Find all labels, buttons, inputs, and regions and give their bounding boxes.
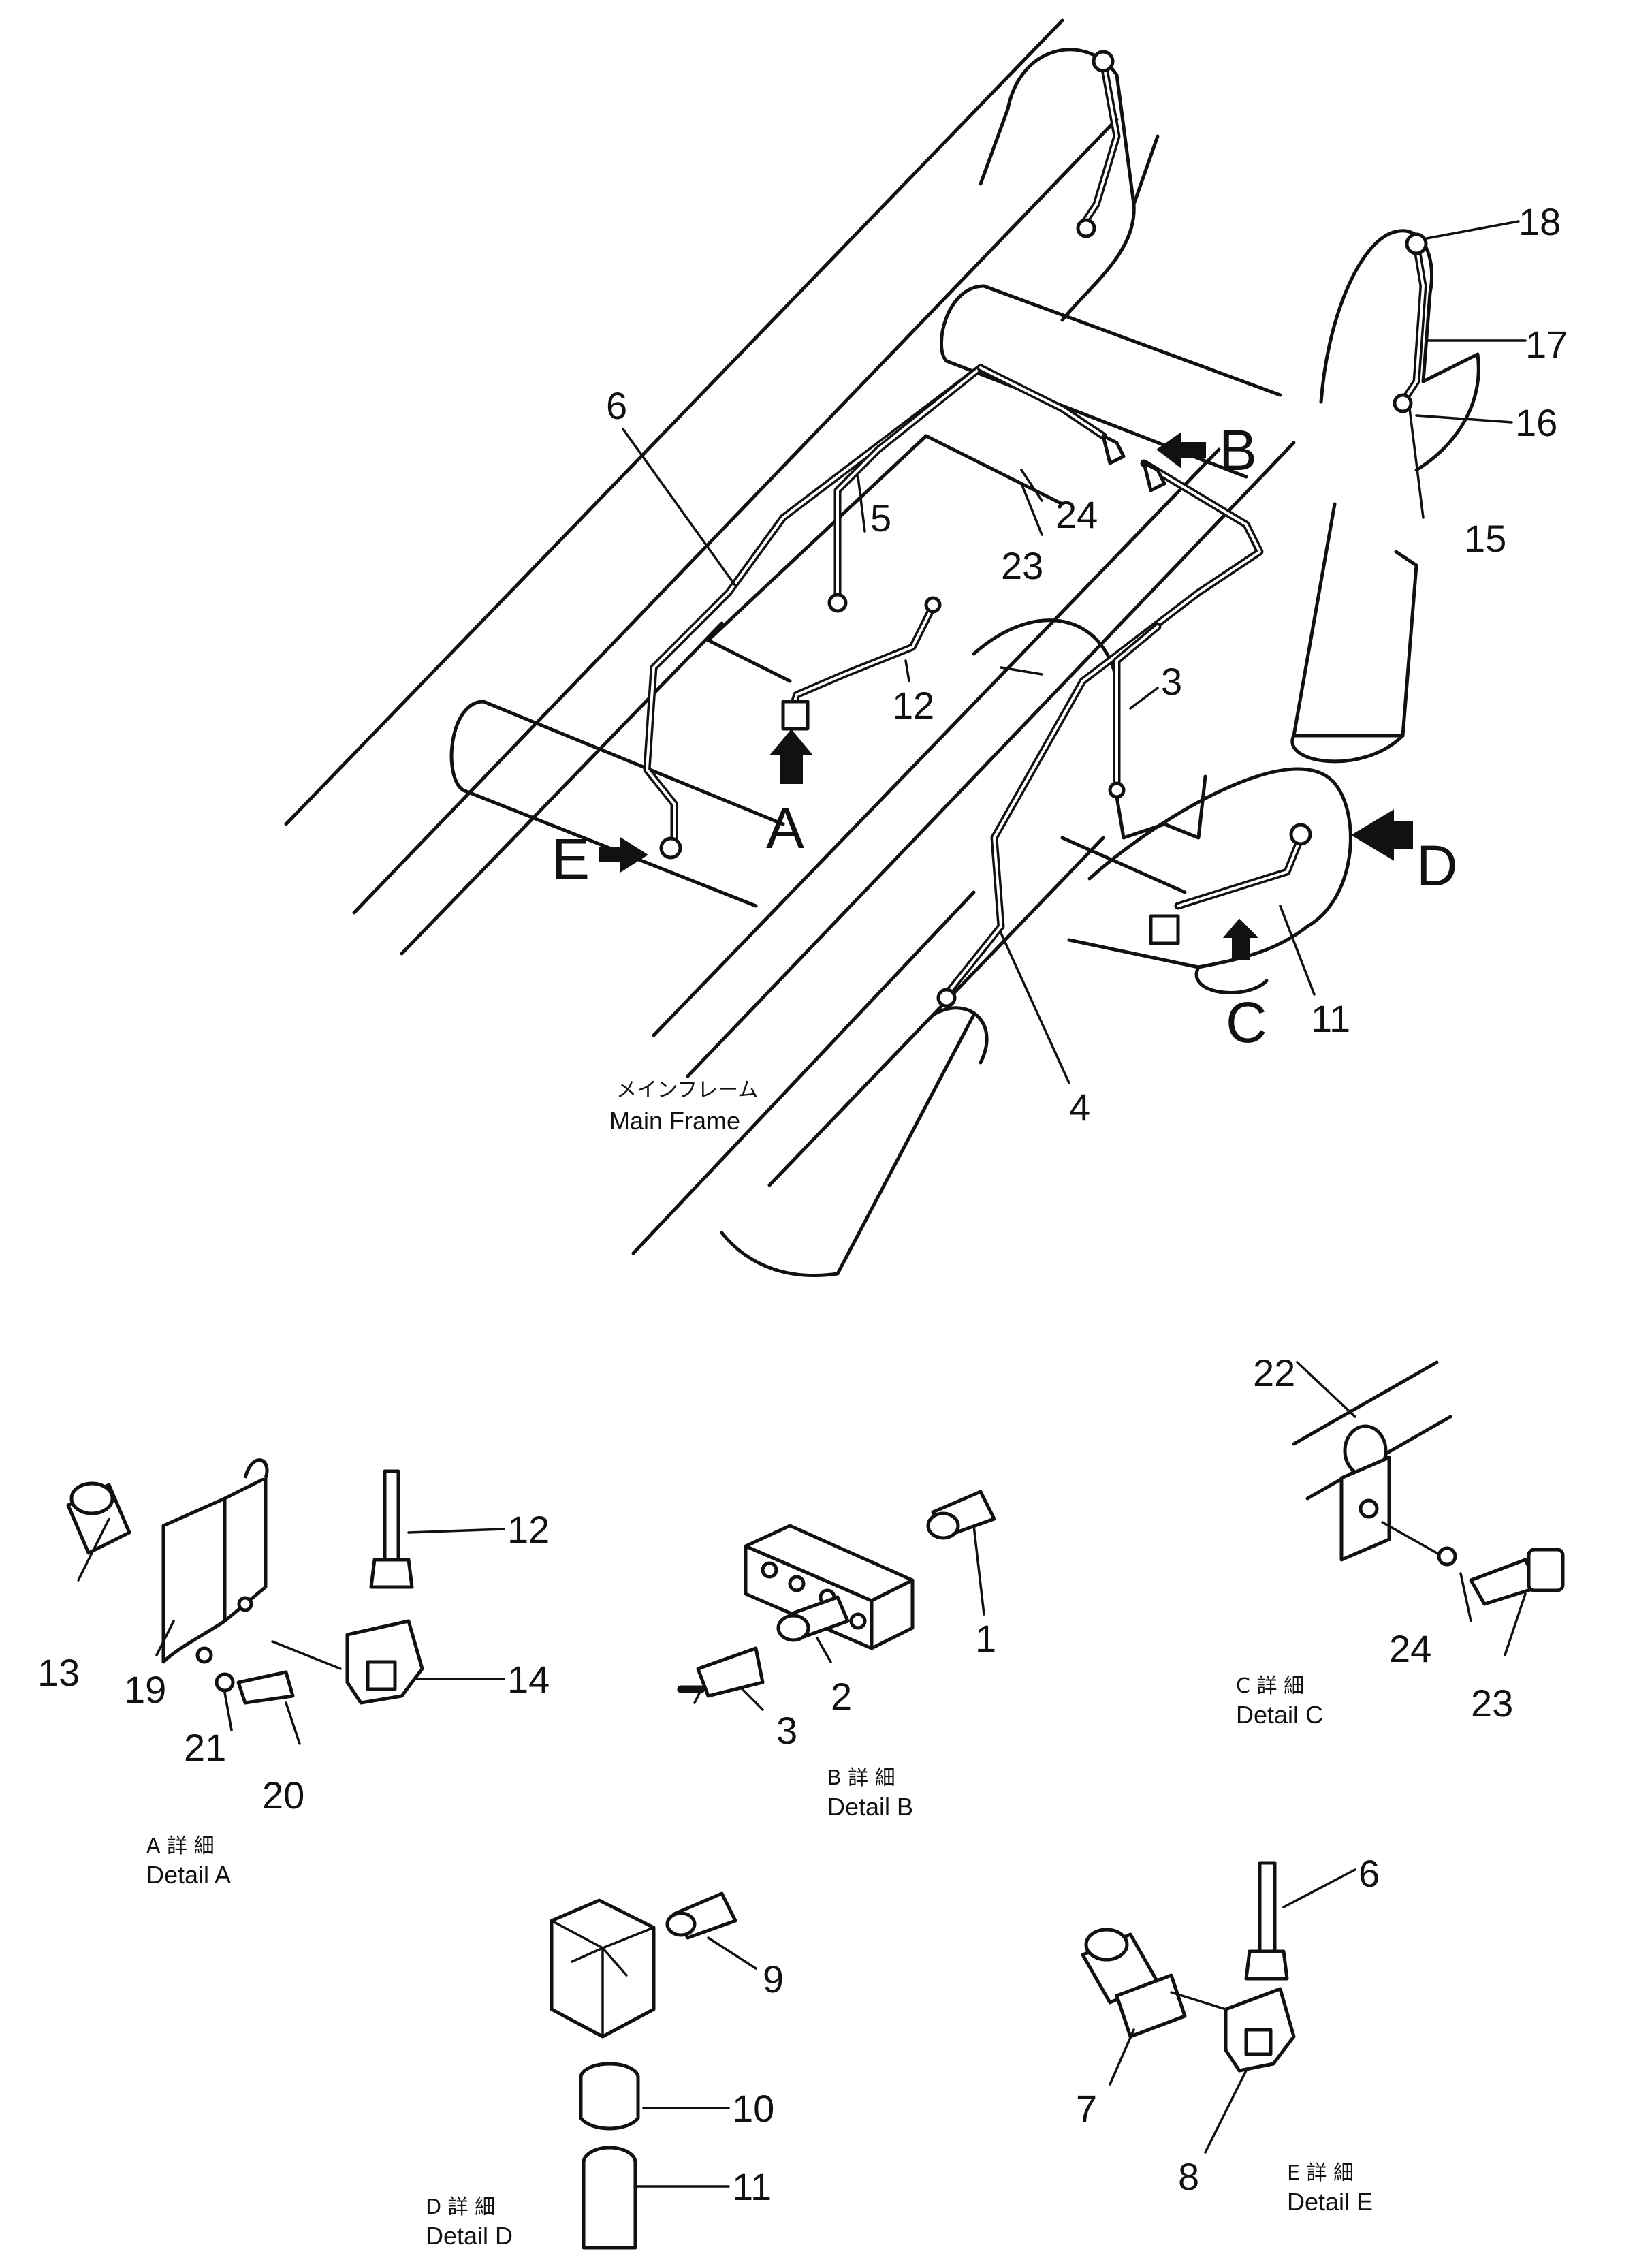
detail-d-group xyxy=(550,1891,757,2250)
detail-e-caption-en: Detail E xyxy=(1287,2188,1373,2216)
detail-b-group xyxy=(677,1490,996,1711)
callout-18: 18 xyxy=(1519,200,1561,243)
detail-a-group xyxy=(66,1458,505,1745)
callout-10: 10 xyxy=(732,2087,774,2130)
frame-label-en: Main Frame xyxy=(609,1107,740,1135)
callout-12: 12 xyxy=(892,684,934,727)
callout-17: 17 xyxy=(1525,323,1568,366)
callout-19: 19 xyxy=(124,1668,166,1711)
callout-11: 11 xyxy=(1311,997,1350,1040)
callout-12-detail: 12 xyxy=(507,1508,550,1551)
callout-7: 7 xyxy=(1076,2087,1097,2130)
callout-numbers: 6 5 23 24 12 3 4 11 18 17 16 15 13 19 21… xyxy=(37,200,1568,2208)
detail-d-caption-ja: D 詳 細 xyxy=(426,2195,495,2219)
arrow-e-icon xyxy=(599,837,648,873)
view-letters: A B C D E xyxy=(552,418,1458,1054)
arrow-a-icon xyxy=(769,729,814,784)
view-letter-d: D xyxy=(1416,834,1458,898)
callout-20: 20 xyxy=(262,1774,304,1817)
callout-9: 9 xyxy=(763,1958,784,2000)
detail-c-caption-en: Detail C xyxy=(1236,1701,1323,1729)
view-letter-b: B xyxy=(1219,418,1257,482)
callout-11-detail: 11 xyxy=(732,2165,772,2208)
detail-c-group xyxy=(1292,1360,1565,1656)
arrow-d-icon xyxy=(1351,809,1413,861)
view-letter-c: C xyxy=(1226,990,1267,1054)
callout-6: 6 xyxy=(606,384,627,427)
detail-c-caption-ja: C 詳 細 xyxy=(1236,1674,1304,1698)
detail-b-caption-ja: B 詳 細 xyxy=(827,1766,895,1790)
detail-b-caption-en: Detail B xyxy=(827,1793,913,1821)
callout-1: 1 xyxy=(975,1617,996,1660)
arrow-b-icon xyxy=(1156,432,1206,469)
callout-23: 23 xyxy=(1001,544,1043,587)
callout-3-detail: 3 xyxy=(776,1709,797,1752)
main-leaders xyxy=(622,220,1527,1084)
frame-label: メインフレーム Main Frame xyxy=(609,1078,758,1135)
callout-13: 13 xyxy=(37,1651,80,1694)
callout-21: 21 xyxy=(184,1726,226,1769)
callout-23-detail: 23 xyxy=(1471,1682,1513,1725)
grease-pipes xyxy=(643,50,1428,1008)
callout-2: 2 xyxy=(831,1675,852,1718)
detail-a-caption-en: Detail A xyxy=(146,1861,231,1889)
callout-5: 5 xyxy=(870,497,891,539)
view-letter-a: A xyxy=(766,796,804,860)
arrow-c-icon xyxy=(1222,918,1259,960)
callout-6-detail: 6 xyxy=(1359,1852,1380,1895)
callout-22: 22 xyxy=(1253,1351,1295,1394)
callout-24-detail: 24 xyxy=(1389,1627,1431,1670)
callout-15: 15 xyxy=(1464,517,1506,560)
callout-14: 14 xyxy=(507,1658,550,1701)
frame-label-ja: メインフレーム xyxy=(616,1078,758,1102)
detail-e-group xyxy=(1081,1861,1356,2154)
detail-e-caption-ja: E 詳 細 xyxy=(1287,2161,1354,2185)
detail-captions: A 詳 細 Detail A B 詳 細 Detail B C 詳 細 Deta… xyxy=(146,1674,1373,2250)
view-arrows xyxy=(599,432,1413,960)
callout-24: 24 xyxy=(1055,493,1098,536)
main-frame-outline xyxy=(284,18,1480,1277)
callout-16: 16 xyxy=(1515,401,1557,444)
detail-d-caption-en: Detail D xyxy=(426,2222,513,2250)
callout-4: 4 xyxy=(1069,1086,1090,1129)
callout-3: 3 xyxy=(1161,660,1182,703)
callout-8: 8 xyxy=(1178,2155,1199,2198)
detail-a-caption-ja: A 詳 細 xyxy=(146,1834,215,1858)
view-letter-e: E xyxy=(552,827,590,891)
